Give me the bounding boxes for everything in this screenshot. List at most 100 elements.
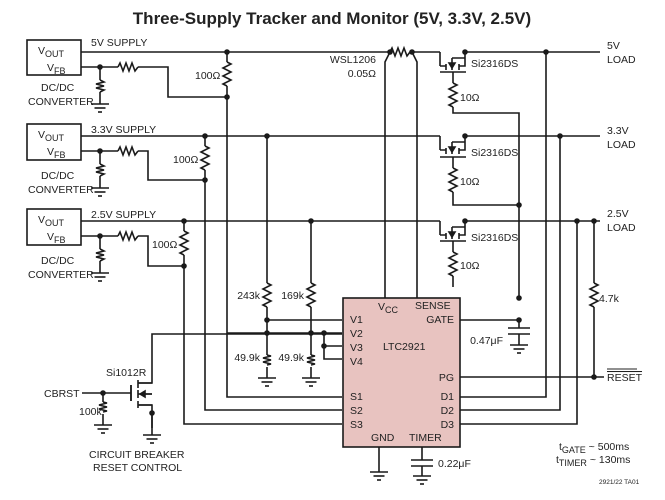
chip-name: LTC2921	[383, 341, 426, 353]
cbrst-fet-label: Si1012R	[106, 367, 147, 379]
resistor-label: 100Ω	[152, 239, 178, 251]
divider-label: 49.9k	[278, 352, 304, 364]
capacitors	[411, 327, 530, 467]
resistor-gate-3v3	[447, 167, 459, 193]
diagram-title: Three-Supply Tracker and Monitor (5V, 3.…	[133, 9, 531, 28]
resistor-100-3v3	[199, 145, 211, 171]
pin-pg: PG	[439, 372, 454, 384]
capacitor-timer	[411, 459, 433, 467]
sense-resistor	[389, 45, 411, 59]
gate-resistor-label: 10Ω	[460, 176, 480, 188]
resistor-label: 100Ω	[173, 154, 199, 166]
pin-gnd: GND	[371, 432, 395, 444]
mosfet-5v	[440, 52, 466, 73]
converter-label: DC/DC	[41, 255, 75, 267]
t-gate-note: tGATE ~ 500ms	[559, 441, 629, 455]
mosfet-part: Si2316DS	[471, 232, 518, 244]
converter-label: CONVERTER	[28, 184, 94, 196]
pin-s1: S1	[350, 391, 363, 403]
load-label: LOAD	[607, 54, 636, 66]
pin-d1: D1	[441, 391, 455, 403]
resistor-100k	[98, 401, 108, 413]
reset-label: RESET	[607, 372, 643, 384]
mosfet-part: Si2316DS	[471, 58, 518, 70]
junctions	[97, 49, 597, 416]
pin-sense: SENSE	[415, 300, 451, 312]
gate-resistor-label: 10Ω	[460, 260, 480, 272]
pin-vcc: VCC	[378, 301, 399, 315]
mosfet-part: Si2316DS	[471, 147, 518, 159]
converter-label: CONVERTER	[28, 269, 94, 281]
resistor-243k	[261, 282, 273, 308]
gate-cap-label: 0.47μF	[470, 335, 503, 347]
resistor-label: 100Ω	[195, 70, 221, 82]
pin-timer: TIMER	[409, 432, 442, 444]
pin-s2: S2	[350, 405, 363, 417]
supply-label: 3.3V SUPPLY	[91, 124, 156, 136]
mosfet-2v5	[440, 221, 466, 242]
pin-v2: V2	[350, 328, 363, 340]
resistor-100-5v	[221, 61, 233, 87]
resistor-gate-5v	[447, 82, 459, 108]
supply-label: 5V SUPPLY	[91, 37, 147, 49]
resistor-49k9-2	[306, 354, 316, 366]
cbrst-resistor-label: 100k	[79, 406, 103, 418]
vfb-label: VFB	[47, 146, 66, 160]
vout-label: VOUT	[38, 45, 65, 59]
supply-label: 2.5V SUPPLY	[91, 209, 156, 221]
load-label: LOAD	[607, 222, 636, 234]
converter-5v: VOUT VFB DC/DC CONVERTER	[26, 39, 94, 108]
gate-resistor-label: 10Ω	[460, 92, 480, 104]
cbrst-caption: RESET CONTROL	[93, 462, 182, 474]
converter-label: DC/DC	[41, 170, 75, 182]
sense-resistor-part: WSL1206	[330, 54, 376, 66]
divider-label: 49.9k	[234, 352, 260, 364]
grounds	[90, 103, 529, 485]
sense-resistor-value: 0.05Ω	[348, 68, 376, 80]
pin-v4: V4	[350, 356, 363, 368]
mosfets	[130, 52, 466, 408]
pin-v3: V3	[350, 342, 363, 354]
divider-label: 169k	[281, 290, 305, 302]
vfb-label: VFB	[47, 62, 66, 76]
converter-label: DC/DC	[41, 82, 75, 94]
t-timer-note: tTIMER ~ 130ms	[556, 454, 630, 468]
cbrst-caption: CIRCUIT BREAKER	[89, 449, 185, 461]
resistor-fb-5v	[117, 60, 139, 74]
resistor-100-2v5	[178, 230, 190, 256]
load-label: 2.5V	[607, 208, 629, 220]
pin-v1: V1	[350, 314, 363, 326]
pin-gate: GATE	[426, 314, 454, 326]
resistor-49k9-1	[262, 354, 272, 366]
pin-s3: S3	[350, 419, 363, 431]
resistor-4k7	[588, 282, 600, 308]
wiring	[81, 51, 604, 476]
resistor-gate-2v5	[447, 251, 459, 277]
pullup-label: 4.7k	[599, 293, 620, 305]
pin-d3: D3	[441, 419, 455, 431]
ltc2921-chip	[342, 297, 461, 448]
converter-3v3: VOUT VFB DC/DC CONVERTER	[26, 123, 94, 196]
timer-cap-label: 0.22μF	[438, 458, 471, 470]
resistor-fb-gnd-5v	[95, 79, 107, 93]
load-label: 3.3V	[607, 125, 629, 137]
converter-label: CONVERTER	[28, 96, 94, 108]
resistor-fb-3v3	[117, 144, 139, 158]
mosfet-cbrst	[130, 380, 152, 408]
resistors	[95, 45, 600, 413]
vout-label: VOUT	[38, 129, 65, 143]
cbrst-label: CBRST	[44, 388, 80, 400]
figure-id: 2921/22 TA01	[599, 479, 640, 486]
vfb-label: VFB	[47, 231, 66, 245]
resistor-169k	[305, 282, 317, 308]
load-label: 5V	[607, 40, 620, 52]
resistor-fb-gnd-3v3	[95, 163, 107, 177]
capacitor-gate	[508, 327, 530, 335]
converter-2v5: VOUT VFB DC/DC CONVERTER	[26, 208, 94, 281]
resistor-fb-2v5	[117, 229, 139, 243]
divider-label: 243k	[237, 290, 261, 302]
vout-label: VOUT	[38, 214, 65, 228]
pin-d2: D2	[441, 405, 455, 417]
resistor-fb-gnd-2v5	[95, 248, 107, 262]
